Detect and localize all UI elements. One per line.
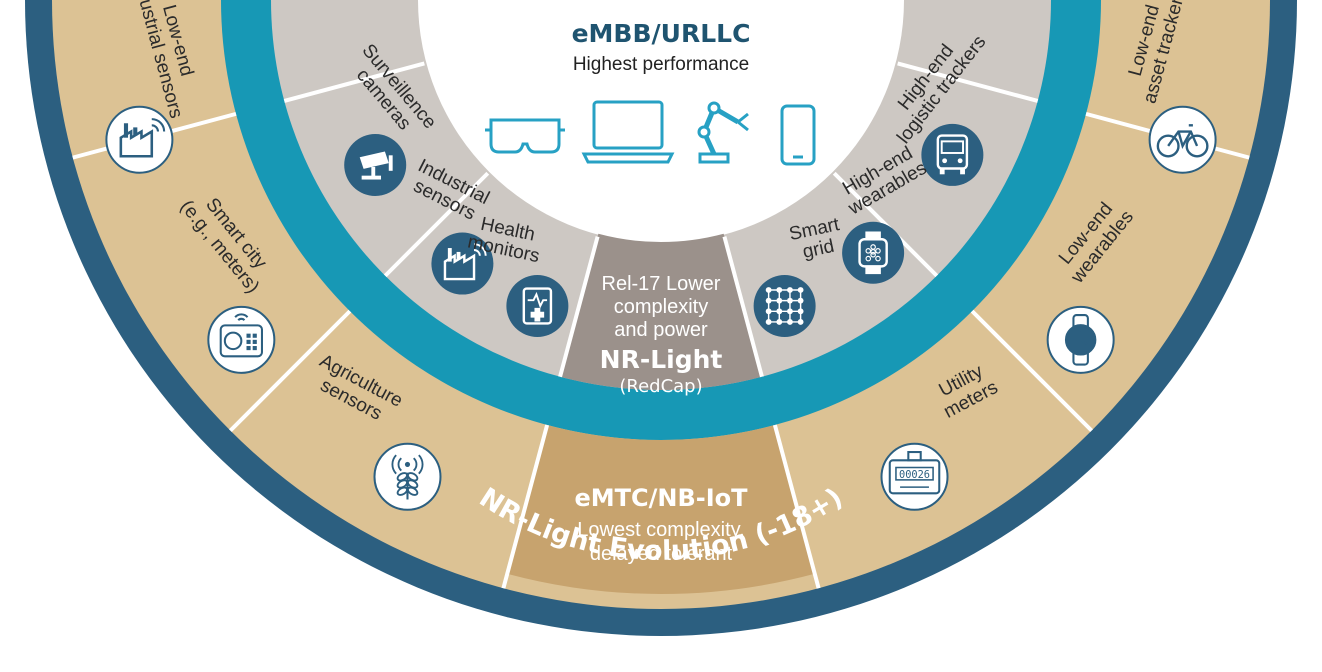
redcap-line-0: Rel-17 Lower xyxy=(602,273,721,295)
emtc-line-0: Lowest complexity, xyxy=(577,519,744,541)
bicycle-icon xyxy=(1148,105,1217,174)
parking-meter-icon xyxy=(207,305,276,374)
icons-layer: 00026 xyxy=(105,105,1217,511)
emtc-line-1: delayed tolerant xyxy=(590,543,733,565)
redcap-line-1: complexity xyxy=(614,296,708,318)
wheat-sensor-icon xyxy=(373,442,442,511)
emtc-title: eMTC/NB-IoT xyxy=(574,484,748,512)
redcap-name: NR-Light xyxy=(600,345,723,374)
outer-divider xyxy=(772,424,821,589)
outer-divider xyxy=(501,424,550,589)
factory-icon xyxy=(105,105,174,174)
bus-icon xyxy=(921,123,984,186)
health-monitor-icon xyxy=(506,274,569,337)
center-subtitle: Highest performance xyxy=(573,54,749,75)
inner-divider xyxy=(722,236,764,378)
wristwatch-icon xyxy=(1046,305,1115,374)
emtc-segment xyxy=(507,425,815,594)
inner-divider xyxy=(383,171,490,278)
smartwatch-icon xyxy=(842,221,905,284)
vr-headset-icon xyxy=(485,118,565,154)
inner-divider xyxy=(897,61,1039,103)
segments-layer xyxy=(72,61,1250,594)
center-core: eMBB/URLLC Highest performance xyxy=(485,19,816,166)
security-camera-icon xyxy=(344,134,407,196)
redcap-segment xyxy=(560,233,762,390)
redcap-sub: (RedCap) xyxy=(619,376,702,397)
outer-divider xyxy=(970,309,1094,433)
laptop-icon xyxy=(581,100,675,164)
outer-divider xyxy=(228,309,352,433)
center-title: eMBB/URLLC xyxy=(572,19,751,48)
meter-reading: 00026 xyxy=(899,469,930,481)
factory-icon xyxy=(431,232,494,295)
center-devices xyxy=(485,100,816,166)
smartphone-icon xyxy=(780,104,816,166)
grid-icon xyxy=(753,274,816,337)
utility-meter-icon: 00026 xyxy=(880,442,949,511)
inner-divider xyxy=(558,236,600,378)
robot-arm-icon xyxy=(697,101,749,164)
inner-divider xyxy=(283,61,425,103)
redcap-line-2: and power xyxy=(614,319,708,341)
